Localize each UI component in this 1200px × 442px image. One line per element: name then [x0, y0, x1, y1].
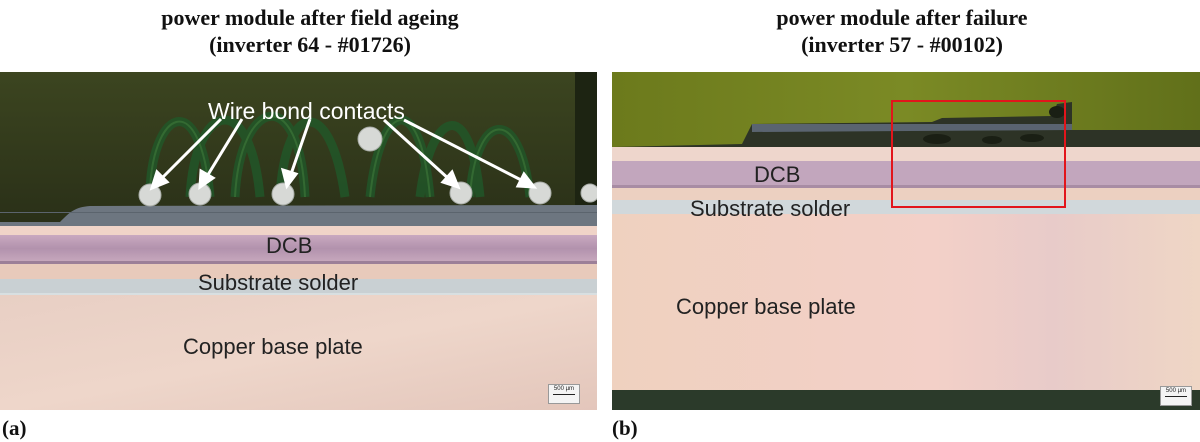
panel-a-label: (a): [2, 416, 27, 440]
panel-b-micrograph: DCB Substrate solder Copper base plate 5…: [612, 72, 1200, 410]
panel-a-scale-bar-text: 500 µm: [553, 386, 575, 392]
panel-b-title-line1: power module after failure: [776, 5, 1028, 30]
panel-b-micrograph-image: [612, 72, 1200, 410]
panel-b-dcb-label: DCB: [754, 162, 801, 187]
panel-a-title-line2: (inverter 64 - #01726): [209, 32, 411, 57]
panel-b-scale-bar-line: [1165, 396, 1187, 397]
panel-a-micrograph-image: [0, 72, 597, 410]
panel-a-scale-bar: 500 µm: [548, 384, 580, 404]
panel-b-substrate-solder-label: Substrate solder: [690, 196, 851, 221]
panel-b-scale-bar-text: 500 µm: [1165, 388, 1187, 394]
panel-b-title-line2: (inverter 57 - #00102): [801, 32, 1003, 57]
panel-a-title: power module after field ageing (inverte…: [50, 4, 570, 58]
panel-a-dcb-label: DCB: [266, 233, 313, 258]
failure-region-highlight: [891, 100, 1066, 208]
panel-a-title-line1: power module after field ageing: [161, 5, 459, 30]
panel-b-copper-base-plate-label: Copper base plate: [676, 294, 856, 319]
panel-a-substrate-solder-label: Substrate solder: [198, 270, 359, 295]
panel-b-scale-bar: 500 µm: [1160, 386, 1192, 406]
panel-b-title: power module after failure (inverter 57 …: [642, 4, 1162, 58]
panel-a-copper-base-plate-label: Copper base plate: [183, 334, 363, 359]
panel-b-label: (b): [612, 416, 638, 440]
wire-bond-contacts-label: Wire bond contacts: [208, 98, 405, 124]
panel-a-scale-bar-line: [553, 394, 575, 395]
panel-a-micrograph: Wire bond contacts DCB Substrate solder …: [0, 72, 597, 410]
